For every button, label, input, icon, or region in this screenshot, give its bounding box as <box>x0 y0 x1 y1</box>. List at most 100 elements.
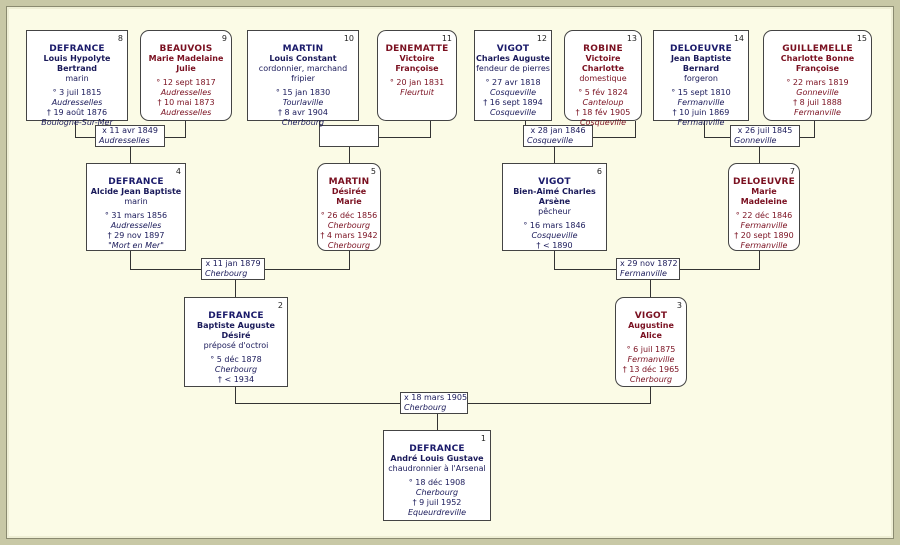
marriage-box-4: x 11 avr 1849 Audresselles <box>95 125 165 147</box>
marriage-date: x 18 mars 1905 <box>404 393 468 402</box>
occupation: marin <box>124 197 148 206</box>
birth-date: ° 15 jan 1830 <box>275 88 331 97</box>
person-card-14[interactable]: 14 DELOEUVRE Jean Baptiste Bernard forge… <box>653 30 749 127</box>
marriage-date: x 29 nov 1872 <box>620 259 678 268</box>
surname: DEFRANCE <box>49 44 105 54</box>
birth-place: Cosqueville <box>489 88 537 97</box>
birth-place: Fleurtuit <box>400 88 434 97</box>
marriage-box-6: x 28 jan 1846 Cosqueville <box>523 125 593 147</box>
surname: DELOEUVRE <box>733 177 795 187</box>
person-card-15[interactable]: 15 GUILLEMELLE Charlotte Bonne Françoise… <box>763 30 872 121</box>
birth-place: Canteloup <box>582 98 624 107</box>
connector-line <box>635 121 636 138</box>
birth-date: ° 18 déc 1908 <box>408 478 466 487</box>
person-card-7[interactable]: 7 DELOEUVRE Marie Madeleine ° 22 déc 184… <box>728 163 800 251</box>
person-card-13[interactable]: 13 ROBINE Victoire Charlotte domestique … <box>564 30 642 127</box>
surname: VIGOT <box>496 44 530 54</box>
birth-place: Cherbourg <box>214 365 258 374</box>
sosa-number: 3 <box>676 301 682 310</box>
occupation: préposé d'octroi <box>203 341 269 350</box>
marriage-place: Fermanville <box>620 269 667 278</box>
person-card-11[interactable]: 11 DENEMATTE Victoire Françoise ° 20 jan… <box>377 30 457 121</box>
surname: ROBINE <box>583 44 623 54</box>
birth-date: ° 27 avr 1818 <box>485 78 541 87</box>
death-place: Boulogne-Sur-Mer <box>41 118 113 127</box>
given-names: Bien-Aimé Charles Arsène <box>513 187 596 206</box>
death-date: † 20 sept 1890 <box>734 231 794 240</box>
surname: MARTIN <box>328 177 370 187</box>
occupation: domestique <box>579 74 627 83</box>
occupation: fendeur de pierres <box>476 64 550 73</box>
birth-place: Audresselles <box>160 88 212 97</box>
person-card-4[interactable]: 4 DEFRANCE Alcide Jean Baptiste marin ° … <box>86 163 186 251</box>
person-card-5[interactable]: 5 MARTIN Désirée Marie ° 26 déc 1856 Che… <box>317 163 381 251</box>
marriage-place: Audresselles <box>99 136 150 145</box>
birth-date: ° 15 sept 1810 <box>671 88 731 97</box>
death-place: "Mort en Mer" <box>108 241 164 250</box>
person-card-12[interactable]: 12 VIGOT Charles Auguste fendeur de pier… <box>474 30 552 121</box>
sosa-number: 5 <box>370 167 376 176</box>
given-names: Charles Auguste <box>476 54 550 63</box>
person-card-9[interactable]: 9 BEAUVOIS Marie Madelaine Julie ° 12 se… <box>140 30 232 121</box>
person-card-8[interactable]: 8 DEFRANCE Louis Hypolyte Bertrand marin… <box>26 30 128 127</box>
connector-line <box>759 147 760 163</box>
sosa-number: 14 <box>733 34 744 43</box>
marriage-place: Cosqueville <box>527 136 574 145</box>
sosa-number: 7 <box>789 167 795 176</box>
birth-date: ° 12 sept 1817 <box>156 78 216 87</box>
death-place: Fermanville <box>794 108 841 117</box>
surname: DEFRANCE <box>108 177 164 187</box>
birth-place: Audresselles <box>110 221 162 230</box>
marriage-place: Gonneville <box>734 136 777 145</box>
death-place: Cosqueville <box>579 118 627 127</box>
sosa-number: 11 <box>441 34 452 43</box>
surname: DEFRANCE <box>208 311 264 321</box>
given-names: Désirée Marie <box>331 187 367 206</box>
given-names: Jean Baptiste Bernard <box>670 54 732 73</box>
connector-line <box>130 251 131 270</box>
surname: GUILLEMELLE <box>782 44 853 54</box>
person-card-10[interactable]: 10 MARTIN Louis Constant cordonnier, mar… <box>247 30 359 127</box>
sosa-number: 4 <box>175 167 181 176</box>
surname: BEAUVOIS <box>159 44 213 54</box>
sosa-number: 13 <box>626 34 637 43</box>
marriage-box-3: x 29 nov 1872 Fermanville <box>616 258 680 280</box>
birth-place: Audresselles <box>51 98 103 107</box>
connector-line <box>349 147 350 163</box>
birth-place: Cherbourg <box>327 221 371 230</box>
connector-line <box>349 251 350 270</box>
connector-line <box>650 387 651 404</box>
death-date: † < 1890 <box>536 241 573 250</box>
given-names: Marie Madeleine <box>740 187 788 206</box>
birth-place: Fermanville <box>627 355 675 364</box>
connector-line <box>235 279 236 297</box>
marriage-date: x 11 avr 1849 <box>102 126 158 135</box>
surname: DEFRANCE <box>409 444 465 454</box>
connector-line <box>430 121 431 138</box>
marriage-box-1: x 18 mars 1905 Cherbourg <box>400 392 468 414</box>
occupation: marin <box>65 74 89 83</box>
person-card-1[interactable]: 1 DEFRANCE André Louis Gustave chaudronn… <box>383 430 491 521</box>
death-date: † 18 fév 1905 <box>575 108 631 117</box>
person-card-3[interactable]: 3 VIGOT Augustine Alice ° 6 juil 1875 Fe… <box>615 297 687 387</box>
death-place: Cherbourg <box>327 241 371 250</box>
given-names: Victoire Françoise <box>395 54 439 73</box>
sosa-number: 15 <box>856 34 867 43</box>
sosa-number: 2 <box>277 301 283 310</box>
death-date: † 9 juil 1952 <box>412 498 462 507</box>
birth-date: ° 31 mars 1856 <box>104 211 168 220</box>
marriage-date: x 11 jan 1879 <box>205 259 261 268</box>
birth-date: ° 16 mars 1846 <box>523 221 586 230</box>
death-date: † < 1934 <box>217 375 255 384</box>
person-card-2[interactable]: 2 DEFRANCE Baptiste Auguste Désiré prépo… <box>184 297 288 387</box>
birth-date: ° 5 fév 1824 <box>578 88 628 97</box>
given-names: Alcide Jean Baptiste <box>90 187 182 196</box>
death-date: † 10 mai 1873 <box>157 98 215 107</box>
connector-line <box>650 279 651 297</box>
surname: VIGOT <box>538 177 571 187</box>
connector-line <box>437 412 438 430</box>
person-card-6[interactable]: 6 VIGOT Bien-Aimé Charles Arsène pêcheur… <box>502 163 607 251</box>
surname: DENEMATTE <box>385 44 449 54</box>
death-date: † 16 sept 1894 <box>483 98 543 107</box>
